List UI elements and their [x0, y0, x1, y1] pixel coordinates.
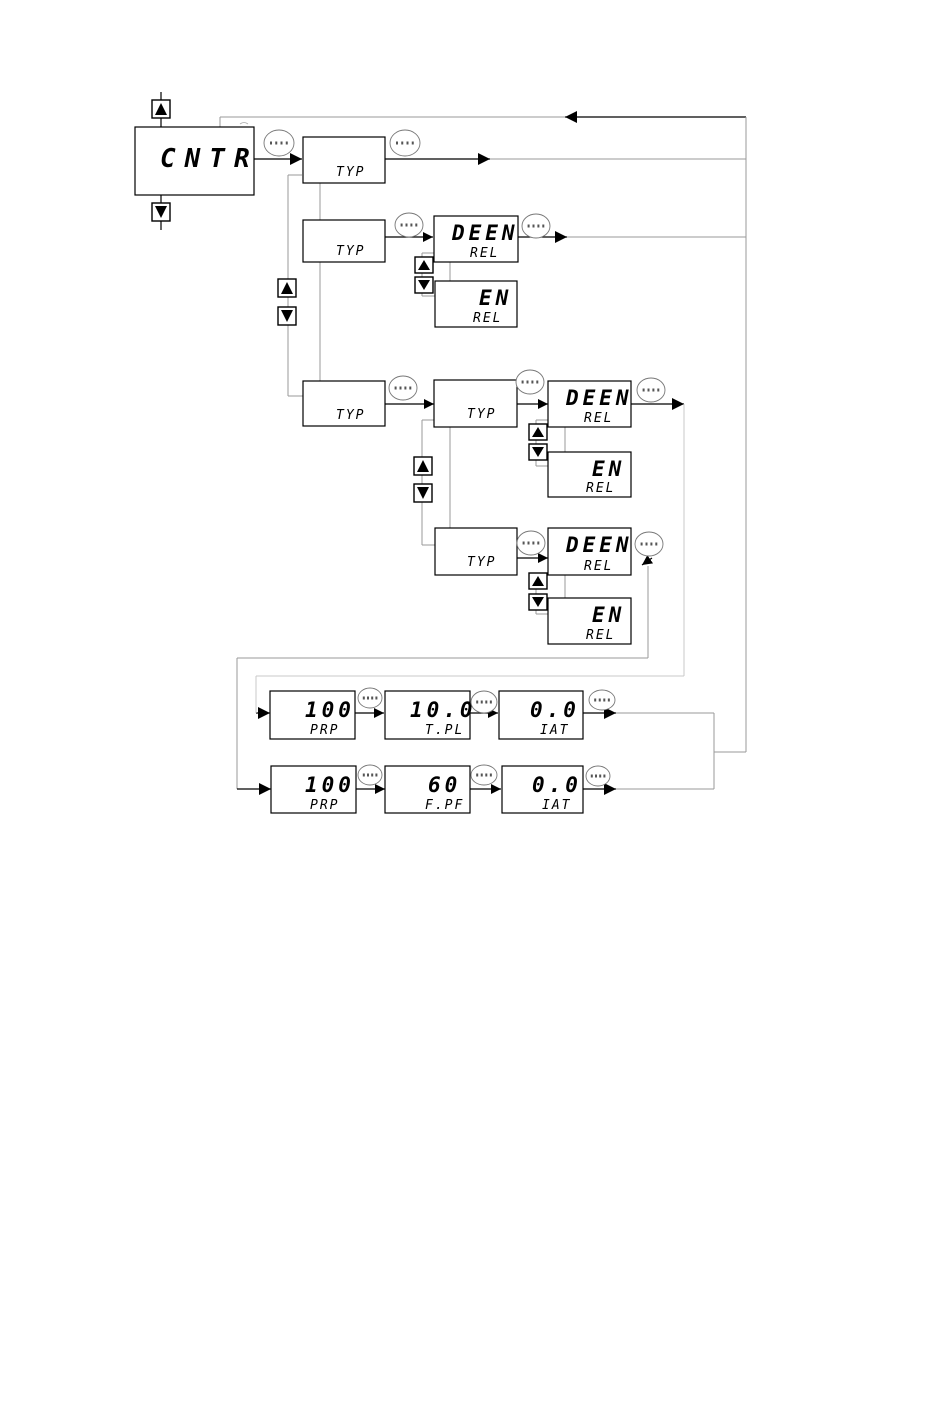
svg-text:PRP: PRP [310, 723, 339, 738]
svg-text:REL: REL [473, 311, 502, 326]
up-arrow-key-icon [529, 573, 547, 589]
enter-key-icon [389, 376, 417, 400]
enter-key-icon [264, 130, 294, 156]
down-arrow-key-icon [278, 307, 296, 325]
display-typ-3: TYP [303, 381, 385, 426]
enter-key-icon [516, 370, 544, 394]
enter-key-icon [471, 691, 497, 713]
display-typ-4: TYP [434, 380, 517, 427]
enter-key-icon [358, 765, 382, 785]
svg-text:TYP: TYP [467, 555, 496, 570]
svg-text:TYP: TYP [467, 407, 496, 422]
svg-text:REL: REL [584, 411, 613, 426]
enter-key-icon [637, 378, 665, 402]
svg-text:IAT: IAT [540, 723, 569, 738]
enter-key-icon [471, 765, 497, 785]
svg-text:EN: EN [592, 603, 625, 627]
enter-key-icon [635, 532, 663, 556]
svg-text:0.0: 0.0 [532, 773, 582, 797]
svg-text:T.PL: T.PL [425, 723, 464, 738]
svg-text:F.PF: F.PF [425, 798, 464, 813]
display-typ-1: TYP [303, 137, 385, 183]
svg-text:REL: REL [586, 628, 615, 643]
up-arrow-key-icon [278, 279, 296, 297]
up-arrow-key-icon [415, 257, 433, 273]
display-typ-2: TYP [303, 220, 385, 262]
svg-text:60: 60 [428, 773, 461, 797]
enter-key-icon [390, 130, 420, 156]
down-arrow-key-icon [529, 594, 547, 610]
svg-text:TYP: TYP [336, 408, 365, 423]
enter-key-icon [586, 766, 610, 786]
svg-text:0.0: 0.0 [530, 698, 580, 722]
svg-text:TYP: TYP [336, 165, 365, 180]
display-cntr: CNTR [135, 123, 259, 196]
down-arrow-key-icon [529, 444, 547, 460]
enter-key-icon [395, 213, 423, 237]
up-arrow-key-icon [529, 424, 547, 440]
display-prp-1: 100 PRP [270, 691, 355, 739]
display-typ-5: TYP [435, 528, 517, 575]
svg-text:PRP: PRP [310, 798, 339, 813]
display-en-rel-3: EN REL [548, 452, 631, 497]
down-arrow-key-icon [152, 203, 170, 221]
down-arrow-key-icon [414, 484, 432, 502]
display-prp-2: 100 PRP [271, 766, 356, 813]
svg-text:REL: REL [584, 559, 613, 574]
svg-text:10.0: 10.0 [410, 698, 477, 722]
cntr-label: CNTR [160, 144, 259, 174]
svg-text:REL: REL [470, 246, 499, 261]
svg-text:IAT: IAT [542, 798, 571, 813]
enter-key-icon [358, 688, 382, 708]
enter-key-icon [589, 690, 615, 710]
display-iat-2: 0.0 IAT [502, 766, 583, 813]
up-arrow-key-icon [414, 457, 432, 475]
display-en-rel-2: EN REL [435, 281, 517, 327]
down-arrow-key-icon [415, 277, 433, 293]
svg-text:TYP: TYP [336, 244, 365, 259]
svg-text:DEEN: DEEN [565, 533, 633, 557]
svg-text:REL: REL [586, 481, 615, 496]
svg-text:EN: EN [592, 457, 625, 481]
enter-key-icon [517, 531, 545, 555]
svg-text:DEEN: DEEN [565, 386, 633, 410]
svg-text:100: 100 [305, 698, 355, 722]
svg-text:DEEN: DEEN [451, 221, 519, 245]
display-iat-1: 0.0 IAT [499, 691, 583, 739]
display-fpf: 60 F.PF [385, 766, 470, 813]
svg-text:EN: EN [479, 286, 512, 310]
up-arrow-key-icon [152, 100, 170, 118]
connector-lines [161, 92, 746, 789]
svg-text:100: 100 [305, 773, 355, 797]
display-deen-rel-4: DEEN REL [548, 528, 633, 575]
display-deen-rel-2: DEEN REL [434, 216, 519, 262]
display-tpl: 10.0 T.PL [385, 691, 477, 739]
enter-key-icon [522, 214, 550, 238]
display-deen-rel-3: DEEN REL [548, 381, 633, 427]
display-en-rel-4: EN REL [548, 598, 631, 644]
